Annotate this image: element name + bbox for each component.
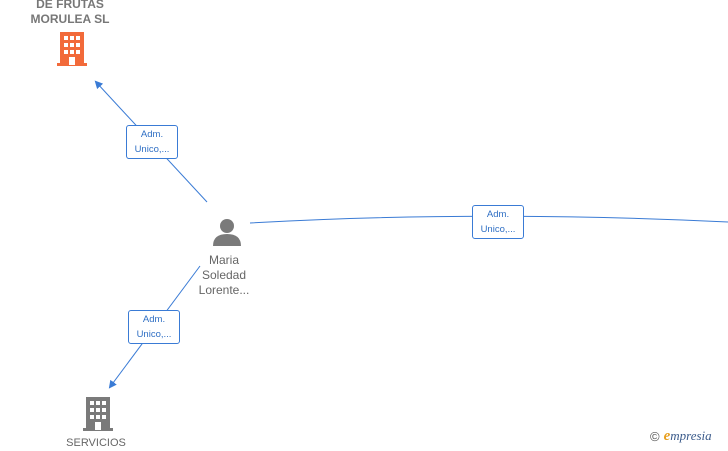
edge-label-bottom[interactable]: Adm. Unico,... [128, 310, 180, 344]
person-label-line2: Soledad [201, 268, 247, 282]
company-top-label-line2: MORULEA SL [30, 12, 110, 26]
person-label-line1: Maria [208, 253, 239, 267]
company-top-label[interactable]: DE FRUTAS MORULEA SL [10, 0, 130, 27]
edge-label-right-line2: Unico,... [480, 224, 516, 235]
edge-label-right-line1: Adm. [486, 209, 510, 220]
empresia-logo: empresia [664, 428, 712, 445]
edge-label-bottom-line2: Unico,... [136, 329, 172, 340]
watermark: © empresia [650, 428, 712, 445]
person-label-line3: Lorente... [198, 283, 250, 297]
company-bottom-label-line1: SERVICIOS [66, 437, 126, 449]
edge-label-top-line2: Unico,... [134, 144, 170, 155]
person-label[interactable]: Maria Soledad Lorente... [176, 253, 272, 298]
brand-rest: mpresia [670, 428, 712, 443]
company-bottom-label[interactable]: SERVICIOS [46, 436, 146, 451]
edge-label-right[interactable]: Adm. Unico,... [472, 205, 524, 239]
edge-label-top[interactable]: Adm. Unico,... [126, 125, 178, 159]
person-icon[interactable] [211, 218, 243, 246]
brand-initial: e [663, 428, 671, 444]
copyright-icon: © [650, 429, 660, 444]
building-icon[interactable] [82, 397, 114, 431]
edge-label-bottom-line1: Adm. [142, 314, 166, 325]
edge-label-top-line1: Adm. [140, 129, 164, 140]
company-top-label-line1: DE FRUTAS [36, 0, 104, 11]
building-icon[interactable] [56, 32, 88, 66]
